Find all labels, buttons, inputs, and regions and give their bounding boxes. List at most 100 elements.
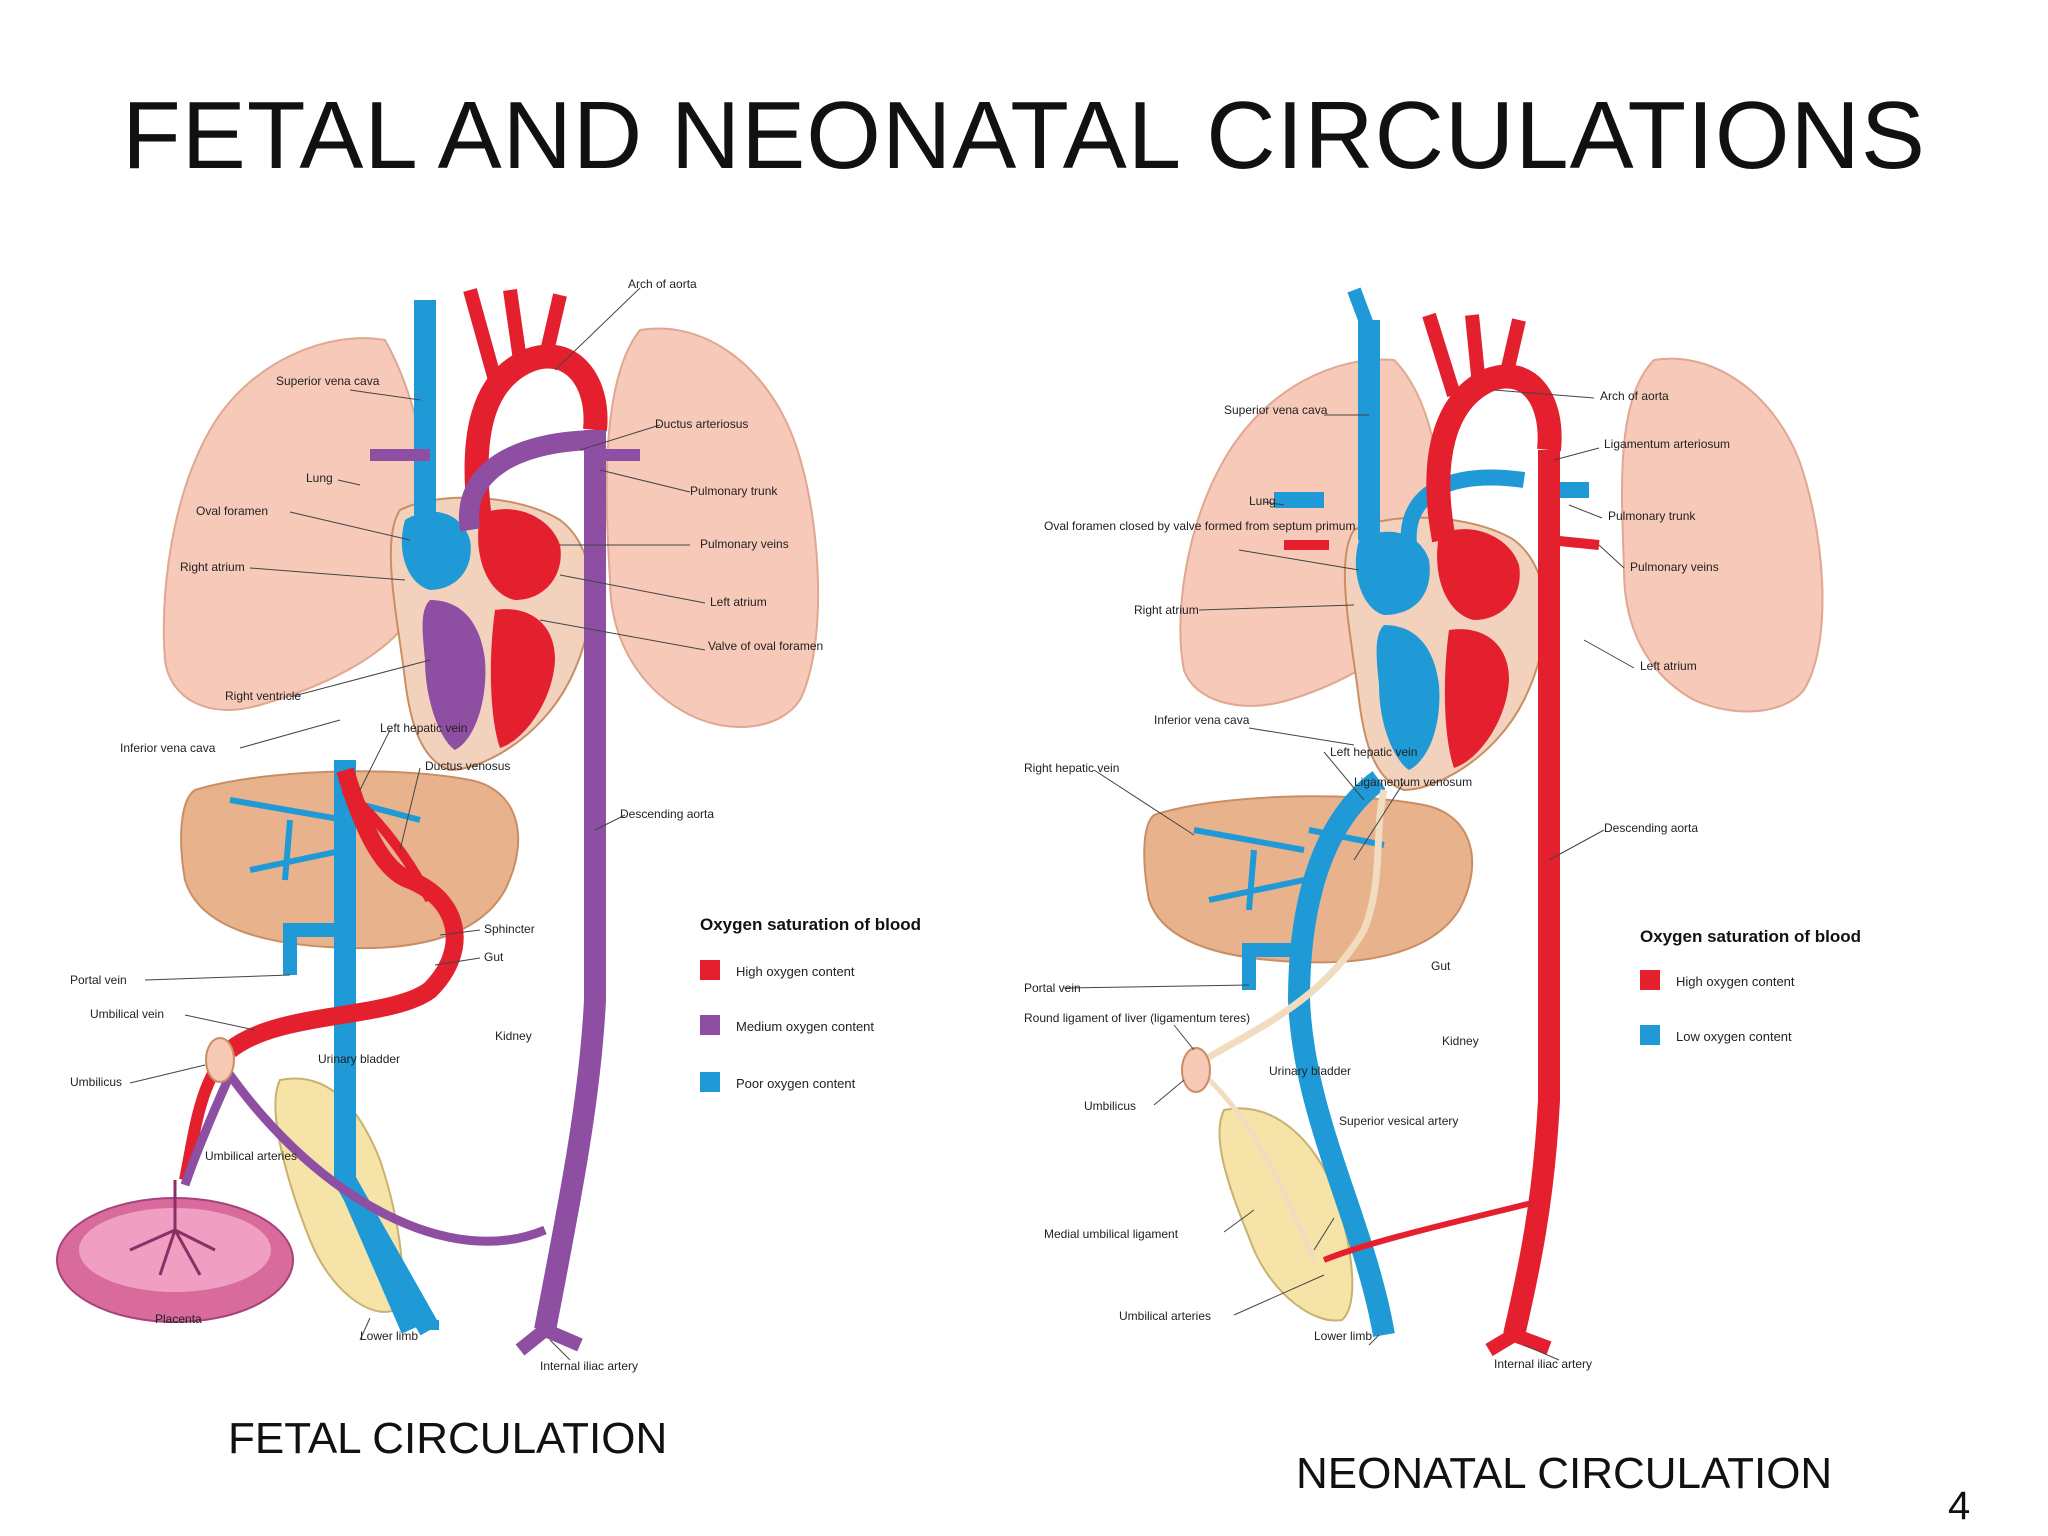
neonatal-label-ligamentum-arteriosum: Ligamentum arteriosum	[1604, 437, 1730, 451]
fetal-legend-swatch-medium	[700, 1015, 720, 1035]
fetal-label-superior-vena-cava: Superior vena cava	[276, 374, 380, 388]
fetal-ductus-venosus	[341, 786, 435, 903]
page-number: 4	[1948, 1484, 1971, 1528]
fetal-right-atrium-chamber	[401, 511, 471, 590]
fetal-left-ventricle-chamber	[490, 609, 555, 748]
neonatal-label-left-atrium: Left atrium	[1640, 659, 1697, 673]
fetal-lower-limb-vein	[336, 1176, 439, 1334]
neonatal-pulmonary-veins	[1284, 535, 1600, 550]
fetal-label-kidney: Kidney	[495, 1029, 532, 1043]
neonatal-aortic-branches	[1422, 312, 1526, 398]
fetal-label-left-atrium: Left atrium	[710, 595, 767, 609]
neonatal-label-right-hepatic-vein: Right hepatic vein	[1024, 761, 1119, 775]
fetal-label-pulmonary-trunk: Pulmonary trunk	[690, 484, 778, 498]
fetal-label-descending-aorta: Descending aorta	[620, 807, 714, 821]
neonatal-label-oval-foramen-closed: Oval foramen closed by valve formed from…	[1044, 519, 1355, 533]
fetal-legend-high: High oxygen content	[736, 964, 855, 979]
neonatal-right-atrium-chamber	[1355, 531, 1430, 615]
neonatal-leader-lines	[1063, 389, 1635, 1361]
neonatal-label-umbilical-arteries: Umbilical arteries	[1119, 1309, 1211, 1323]
fetal-aortic-branches	[463, 288, 567, 382]
fetal-label-valve-of-oval-foramen: Valve of oval foramen	[708, 639, 823, 653]
fetal-label-oval-foramen: Oval foramen	[196, 504, 268, 518]
neonatal-label-pulmonary-veins: Pulmonary veins	[1630, 560, 1719, 574]
neonatal-label-portal-vein: Portal vein	[1024, 981, 1081, 995]
fetal-left-lung	[162, 337, 431, 711]
neonatal-label-descending-aorta: Descending aorta	[1604, 821, 1698, 835]
fetal-umbilicus	[205, 1037, 235, 1083]
neonatal-urinary-bladder	[1218, 1107, 1354, 1322]
neonatal-legend-swatch-low	[1640, 1025, 1660, 1045]
neonatal-medial-umbilical-ligament	[1202, 1073, 1317, 1261]
fetal-label-umbilical-arteries: Umbilical arteries	[205, 1149, 297, 1163]
neonatal-legend-low: Low oxygen content	[1676, 1029, 1792, 1044]
neonatal-label-arch-of-aorta: Arch of aorta	[1600, 389, 1669, 403]
neonatal-legend-high: High oxygen content	[1676, 974, 1795, 989]
neonatal-hepatic-vein-branches	[1193, 827, 1385, 911]
neonatal-round-ligament	[1202, 789, 1388, 1064]
neonatal-label-left-hepatic-vein: Left hepatic vein	[1330, 745, 1417, 759]
neonatal-left-ventricle-chamber	[1444, 629, 1509, 768]
fetal-placenta-inner	[79, 1208, 271, 1292]
fetal-label-sphincter: Sphincter	[484, 922, 535, 936]
fetal-arch-of-aorta	[464, 344, 608, 522]
fetal-label-urinary-bladder: Urinary bladder	[318, 1052, 400, 1066]
fetal-left-atrium-chamber	[478, 509, 561, 600]
slide-title: FETAL AND NEONATAL CIRCULATIONS	[122, 82, 1926, 189]
fetal-iliac-split	[515, 1323, 583, 1356]
fetal-label-inferior-vena-cava: Inferior vena cava	[120, 741, 216, 755]
neonatal-label-kidney: Kidney	[1442, 1034, 1479, 1048]
neonatal-right-ventricle-chamber	[1376, 625, 1440, 770]
neonatal-legend-swatch-high	[1640, 970, 1660, 990]
fetal-label-gut: Gut	[484, 950, 504, 964]
fetal-pulmonary-trunk	[458, 430, 601, 532]
neonatal-label-pulmonary-trunk: Pulmonary trunk	[1608, 509, 1696, 523]
fetal-umbilical-arteries	[180, 1066, 547, 1246]
fetal-label-placenta: Placenta	[155, 1312, 202, 1326]
neonatal-label-umbilicus: Umbilicus	[1084, 1099, 1136, 1113]
neonatal-label-lung: Lung	[1249, 494, 1276, 508]
fetal-right-lung	[605, 327, 820, 728]
fetal-legend-swatch-high	[700, 960, 720, 980]
neonatal-label-superior-vena-cava: Superior vena cava	[1224, 403, 1328, 417]
fetal-label-ductus-arteriosus: Ductus arteriosus	[655, 417, 748, 431]
neonatal-portal-vein	[1242, 943, 1299, 990]
fetal-legend-medium: Medium oxygen content	[736, 1019, 874, 1034]
neonatal-caption: NEONATAL CIRCULATION	[1296, 1449, 1833, 1498]
fetal-right-ventricle-chamber	[422, 600, 486, 750]
fetal-label-right-ventricle: Right ventricle	[225, 689, 301, 703]
fetal-label-internal-iliac-artery: Internal iliac artery	[540, 1359, 638, 1373]
fetal-circulation-diagram: Arch of aorta Superior vena cava Ductus …	[56, 277, 921, 1373]
neonatal-label-right-atrium: Right atrium	[1134, 603, 1199, 617]
fetal-legend-title: Oxygen saturation of blood	[700, 915, 921, 934]
neonatal-umbilicus	[1181, 1047, 1211, 1093]
neonatal-descending-aorta	[1503, 450, 1560, 1338]
fetal-label-ductus-venosus: Ductus venosus	[425, 759, 510, 773]
fetal-label-umbilicus: Umbilicus	[70, 1075, 122, 1089]
fetal-label-left-hepatic-vein: Left hepatic vein	[380, 721, 467, 735]
neonatal-aortic-branch-veins	[1347, 287, 1376, 333]
neonatal-label-lower-limb: Lower limb	[1314, 1329, 1372, 1343]
fetal-legend-poor: Poor oxygen content	[736, 1076, 856, 1091]
neonatal-label-gut: Gut	[1431, 959, 1451, 973]
fetal-portal-vein	[283, 923, 345, 975]
neonatal-legend-title: Oxygen saturation of blood	[1640, 927, 1861, 946]
fetal-placenta-vessels	[129, 1180, 216, 1276]
fetal-label-arch-of-aorta: Arch of aorta	[628, 277, 697, 291]
fetal-descending-aorta	[534, 430, 606, 1333]
neonatal-circulation-diagram: Superior vena cava Arch of aorta Ligamen…	[1024, 287, 1861, 1371]
fetal-label-umbilical-vein: Umbilical vein	[90, 1007, 164, 1021]
neonatal-label-inferior-vena-cava: Inferior vena cava	[1154, 713, 1250, 727]
neonatal-legend: Oxygen saturation of blood High oxygen c…	[1640, 927, 1861, 1045]
fetal-hepatic-vein-branches	[229, 797, 421, 881]
neonatal-label-internal-iliac-artery: Internal iliac artery	[1494, 1357, 1592, 1371]
fetal-label-lower-limb: Lower limb	[360, 1329, 418, 1343]
neonatal-arch-of-aorta	[1426, 364, 1562, 543]
fetal-umbilical-vein	[224, 767, 464, 1058]
fetal-legend-swatch-poor	[700, 1072, 720, 1092]
neonatal-superior-vesical-artery	[1322, 1197, 1545, 1263]
neonatal-left-atrium-chamber	[1437, 529, 1520, 620]
neonatal-right-lung	[1621, 357, 1824, 713]
fetal-label-lung: Lung	[306, 471, 333, 485]
neonatal-label-urinary-bladder: Urinary bladder	[1269, 1064, 1351, 1078]
